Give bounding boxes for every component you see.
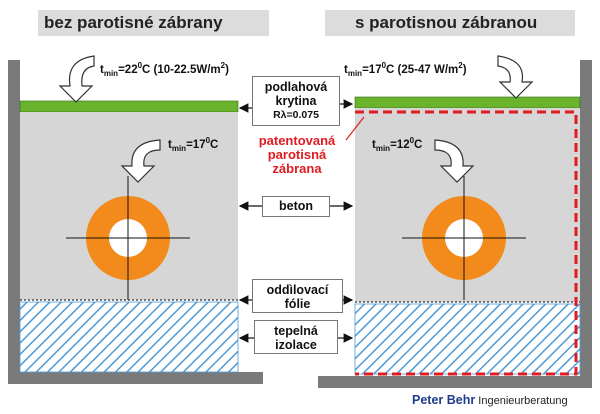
label-floor-cover: podlahová krytina Rλ=0.075 (252, 76, 340, 126)
label-insulation: tepelná izolace (254, 320, 338, 354)
label-foil-line1: oddìlovací (266, 283, 329, 297)
inner-temp-right: tmin=120C (372, 136, 423, 154)
floor-pointer-arrows (238, 99, 354, 113)
label-floor-cover-line2: krytina (275, 94, 317, 108)
right-wall (580, 60, 592, 384)
right-floor-cover (354, 96, 581, 109)
inner-heat-arrow-right (434, 139, 475, 183)
header-right: s parotisnou zábranou (325, 10, 575, 36)
left-wall (8, 60, 20, 384)
label-barrier-line2: parotisná (267, 147, 327, 162)
left-floor-cover (19, 100, 239, 113)
floor-heat-arrow-left (58, 55, 95, 103)
label-insulation-line1: tepelná (274, 324, 318, 338)
left-base (8, 372, 263, 384)
label-barrier-line1: patentovaná (258, 133, 336, 148)
inner-temp-left: tmin=170C (168, 136, 219, 154)
label-beton: beton (262, 196, 330, 217)
left-insulation (19, 301, 239, 373)
label-floor-cover-line1: podlahová (264, 80, 328, 94)
floor-temp-right: tmin=170C (25-47 W/m2) (344, 61, 467, 79)
header-left: bez parotisné zábrany (38, 10, 269, 36)
right-pipe (402, 176, 526, 300)
barrier-pointer (345, 116, 365, 141)
logo-brand: Peter Behr (412, 393, 476, 407)
vapor-barrier-line (355, 110, 578, 376)
floor-heat-arrow-right (497, 55, 534, 99)
label-insulation-line2: izolace (275, 338, 317, 352)
left-pipe (66, 176, 190, 300)
label-barrier-line3: zábrana (272, 161, 322, 176)
logo: Peter Behr Ingenieurberatung (412, 393, 568, 407)
inner-heat-arrow-left (120, 139, 161, 183)
label-foil-line2: fólie (284, 297, 311, 311)
floor-temp-left: tmin=220C (10-22.5W/m2) (100, 61, 229, 79)
label-vapor-barrier: patentovaná parotisná zábrana (246, 134, 348, 176)
right-insulation (354, 303, 581, 375)
right-base (318, 376, 592, 388)
logo-sub: Ingenieurberatung (478, 395, 568, 407)
label-separation-foil: oddìlovací fólie (252, 279, 343, 313)
label-floor-cover-rl: Rλ=0.075 (273, 109, 319, 121)
